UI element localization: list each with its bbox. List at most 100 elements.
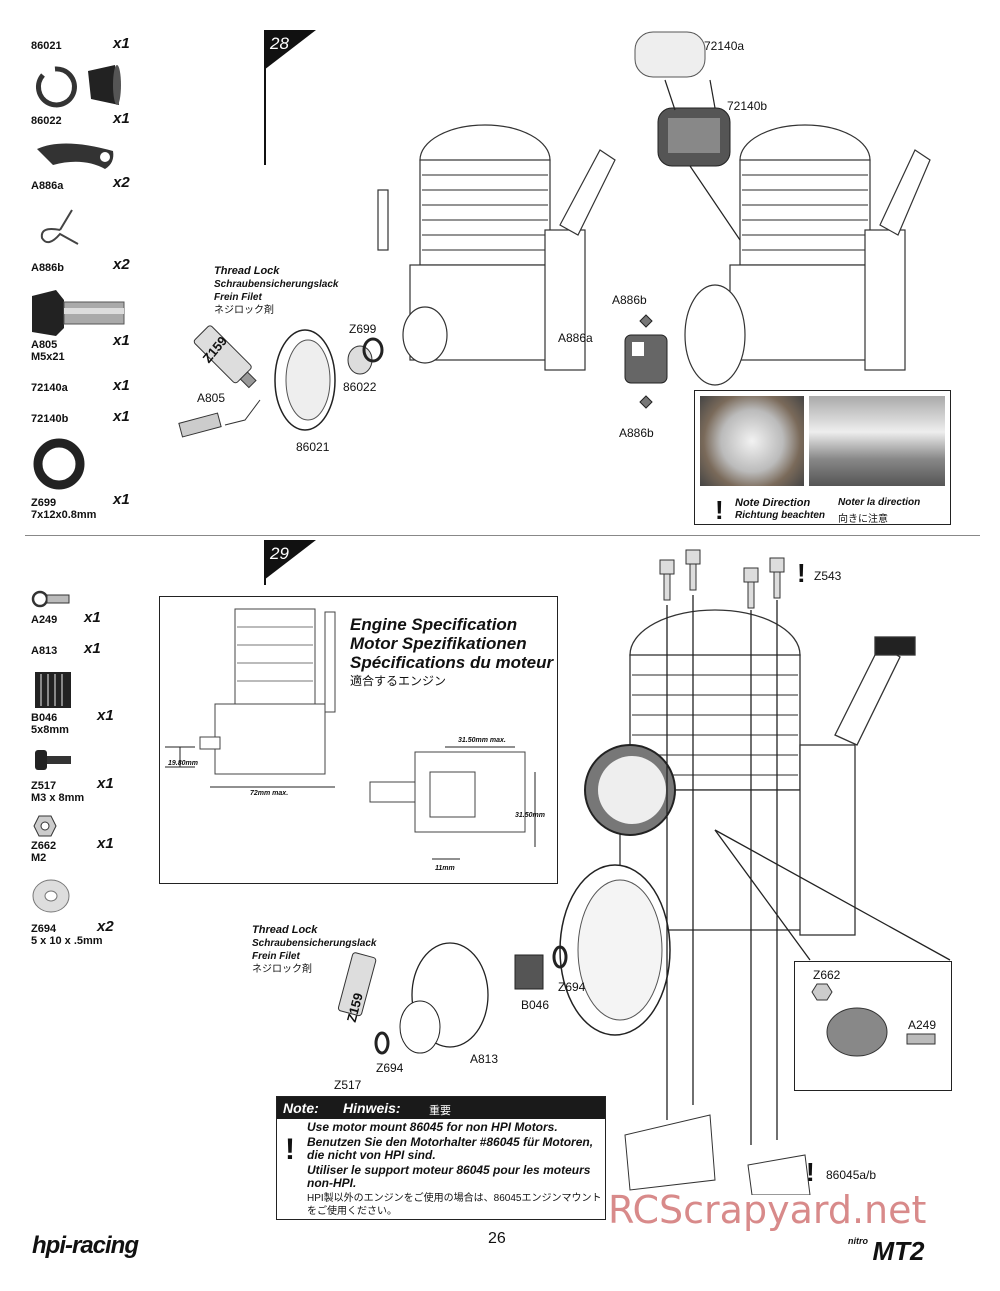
callout-86022: 86022 — [343, 380, 377, 394]
ball-link-icon — [31, 590, 70, 608]
dim-height: 19.80mm — [168, 760, 198, 767]
clutch-shoe-icon — [37, 143, 114, 169]
dim-length: 72mm max. — [250, 790, 289, 797]
warning-icon-note: ! — [285, 1133, 295, 1166]
callout-b046: B046 — [521, 998, 550, 1012]
step-29-rule — [264, 540, 266, 585]
note-de: Benutzen Sie den Motorhalter #86045 für … — [307, 1135, 594, 1162]
callout-z543: Z543 — [814, 569, 842, 583]
part-86022-qty: x1 — [113, 110, 130, 127]
note-fr: Utiliser le support moteur 86045 pour le… — [307, 1163, 591, 1190]
screw-icon — [35, 750, 71, 770]
note-head-jp: 重要 — [429, 1105, 451, 1117]
note-direction-de: Richtung beachten — [735, 510, 826, 521]
step-29-thread-lock: Thread Lock Schraubensicherungslack Frei… — [252, 924, 377, 976]
callout-z694-b: Z694 — [376, 1061, 404, 1075]
part-72140b-label: 72140b — [31, 413, 69, 425]
callout-a886a: A886a — [558, 331, 593, 345]
part-a813-label: A813 — [31, 645, 58, 657]
note-direction-fr: Noter la direction — [838, 497, 921, 508]
engine-spec-box: Engine Specification Motor Spezifikation… — [159, 596, 558, 884]
callout-a886b-bottom: A886b — [619, 426, 654, 440]
hpi-racing-logo: hpi-racing — [32, 1232, 139, 1259]
part-a249-label: A249 — [31, 614, 58, 626]
washer-icon — [32, 879, 70, 913]
warning-icon: ! — [715, 495, 724, 525]
clutch-spring-icon — [40, 209, 79, 245]
callout-z694-a: Z694 — [558, 980, 586, 994]
part-z662-qty: x1 — [97, 835, 114, 852]
callout-a805: A805 — [197, 391, 226, 405]
part-z699-qty: x1 — [113, 491, 130, 508]
model-logo: nitro MT2 — [848, 1236, 924, 1267]
note-header: Note: Hinweis: 重要 — [277, 1097, 605, 1119]
engine-spec-drawing — [165, 608, 536, 860]
spec-title-fr: Spécifications du moteur — [350, 653, 554, 672]
callout-z662: Z662 — [813, 968, 841, 982]
part-z662-label: Z662 M2 — [31, 840, 57, 864]
part-z517-label: Z517 M3 x 8mm — [31, 780, 85, 804]
clutch-photo-side — [809, 396, 945, 486]
note-jp: HPI製以外のエンジンをご使用の場合は、86045エンジンマウントをご使用くださ… — [307, 1193, 602, 1217]
note-direction-en: Note Direction — [735, 497, 811, 509]
thread-lock-de-29: Schraubensicherungslack — [252, 938, 377, 949]
thread-lock-fr-29: Frein Filet — [252, 951, 300, 962]
part-a805-label: A805 M5x21 — [31, 339, 65, 363]
thread-lock-fr: Frein Filet — [214, 292, 262, 303]
o-ring-icon — [33, 438, 85, 490]
step-28-badge: 28 — [264, 30, 316, 78]
step-28-rule — [264, 30, 266, 165]
callout-72140a: 72140a — [704, 39, 745, 53]
model-prefix: nitro — [848, 1236, 868, 1246]
part-72140b-qty: x1 — [113, 408, 130, 425]
callout-z517: Z517 — [334, 1078, 362, 1092]
thread-lock-jp-29: ネジロック剤 — [252, 964, 312, 975]
section-divider — [25, 535, 980, 536]
callout-72140b: 72140b — [727, 99, 768, 113]
part-72140a-qty: x1 — [113, 377, 130, 394]
flywheel-nut-icon — [32, 290, 125, 336]
dim-width-top: 31.50mm max. — [458, 737, 506, 744]
part-z517-qty: x1 — [97, 775, 114, 792]
part-z694-qty: x2 — [97, 918, 114, 935]
part-a805-qty: x1 — [113, 332, 130, 349]
callout-a249: A249 — [908, 1018, 937, 1032]
part-86021-label: 86021 — [31, 40, 62, 52]
part-a813-qty: x1 — [84, 640, 101, 657]
dim-width-side: 31.50mm — [515, 812, 545, 819]
engine-spec-title: Engine Specification Motor Spezifikation… — [350, 615, 553, 691]
part-b046-qty: x1 — [97, 707, 114, 724]
part-a886b-label: A886b — [31, 262, 65, 274]
spec-title-jp: 適合するエンジン — [350, 674, 447, 688]
callout-86045: 86045a/b — [826, 1168, 877, 1182]
thread-lock-de: Schraubensicherungslack — [214, 279, 339, 290]
part-a886a-qty: x2 — [113, 174, 130, 191]
callout-z699: Z699 — [349, 322, 377, 336]
note-head-en: Note: — [283, 1100, 319, 1116]
part-72140a-label: 72140a — [31, 382, 68, 394]
step-29-diagram — [337, 549, 951, 1195]
watermark: RCScrapyard.net — [608, 1188, 927, 1232]
bearing-icon — [35, 672, 71, 708]
nut-icon — [33, 815, 57, 837]
part-a249-qty: x1 — [84, 609, 101, 626]
part-a886b-qty: x2 — [113, 256, 130, 273]
note-head-de: Hinweis: — [343, 1100, 401, 1116]
collet-icon — [35, 65, 121, 108]
thread-lock-en-29: Thread Lock — [252, 924, 318, 936]
warning-icon-86045: ! — [806, 1157, 815, 1187]
thread-lock-jp: ネジロック剤 — [214, 305, 274, 316]
note-direction-photos: ! Note Direction Richtung beachten Noter… — [694, 390, 951, 525]
warning-icon-z543: ! — [797, 558, 806, 588]
callout-86021: 86021 — [296, 440, 330, 454]
step-28-thread-lock: Thread Lock Schraubensicherungslack Frei… — [214, 265, 339, 317]
ball-link-detail — [811, 983, 936, 1057]
thread-lock-en: Thread Lock — [214, 265, 280, 277]
part-a886a-label: A886a — [31, 180, 64, 192]
note-direction-jp: 向きに注意 — [838, 514, 888, 525]
dim-small: 11mm — [435, 865, 455, 872]
clutch-photo-front — [700, 396, 804, 486]
part-z694-label: Z694 5 x 10 x .5mm — [31, 923, 103, 947]
part-86022-label: 86022 — [31, 115, 62, 127]
spec-title-en: Engine Specification — [350, 615, 518, 634]
